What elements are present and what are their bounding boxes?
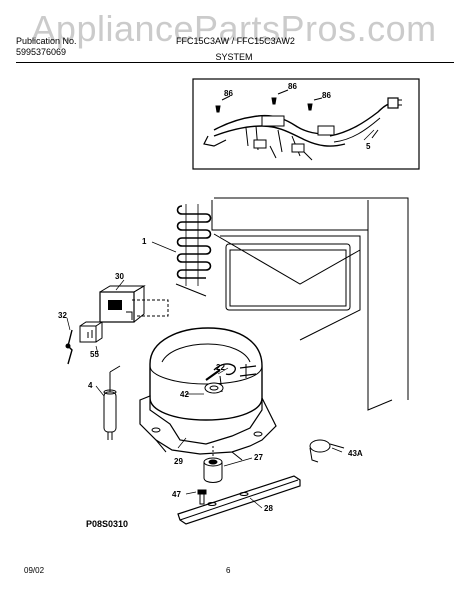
callout-29: 29: [174, 457, 183, 466]
power-cord-clip: [65, 329, 73, 365]
callout-leaders: [66, 129, 375, 509]
compressor: [139, 327, 277, 461]
figure-id: P08S0310: [86, 519, 129, 529]
condenser-coil: [175, 204, 212, 297]
callout-55: 55: [90, 350, 99, 359]
relay-assembly: [99, 285, 169, 323]
filter-drier: [103, 365, 121, 440]
callout-22: 22: [216, 363, 225, 372]
callout-86-right: 86: [322, 91, 331, 100]
callout-86-left: 86: [224, 89, 233, 98]
callout-5: 5: [366, 142, 371, 151]
publication-number: 5995376069: [16, 47, 67, 57]
callout-43A: 43A: [348, 449, 363, 458]
footer-page-number: 6: [226, 566, 231, 575]
grommet: [203, 446, 223, 483]
callout-27: 27: [254, 453, 263, 462]
callout-32: 32: [58, 311, 67, 320]
overload-protector: [79, 321, 104, 343]
publication-label: Publication No.: [16, 36, 77, 46]
model-numbers: FFC15C3AW / FFC15C3AW2: [176, 36, 295, 46]
tube-clamp: [309, 439, 345, 463]
header-rule: [16, 62, 454, 63]
callout-28: 28: [264, 504, 273, 513]
publication-info: Publication No. 5995376069: [16, 36, 77, 58]
mounting-rail: [177, 475, 301, 525]
callout-labels: 86 86 86 5 1 30 32 55 22 42 4 29 27 43A …: [58, 82, 371, 513]
cabinet-outline: [211, 197, 409, 411]
callout-42: 42: [180, 390, 189, 399]
callout-4: 4: [88, 381, 93, 390]
callout-30: 30: [115, 272, 124, 281]
wiring-harness-inset: [192, 78, 420, 170]
section-title: SYSTEM: [215, 52, 253, 62]
callout-1: 1: [142, 237, 147, 246]
callout-86-middle: 86: [288, 82, 297, 91]
mounting-screw: [197, 489, 207, 505]
callout-47: 47: [172, 490, 181, 499]
footer-date: 09/02: [24, 566, 45, 575]
